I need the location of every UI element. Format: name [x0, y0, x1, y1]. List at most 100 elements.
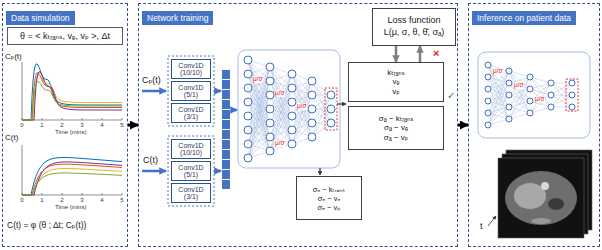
output-layer-frame — [566, 79, 578, 111]
tick-label: 4 — [100, 197, 103, 203]
y-axis — [22, 145, 23, 195]
feature-cell — [222, 120, 230, 129]
output-text: vₚ — [392, 87, 399, 97]
loss-text: L(μ, σ, θ, θ̂, σₐ) — [384, 27, 445, 39]
network-link — [551, 95, 572, 107]
neuron — [548, 92, 554, 98]
neuron — [548, 104, 554, 110]
axis-tick — [62, 193, 63, 195]
flow-arrow — [395, 46, 398, 62]
flow-arrow — [214, 170, 221, 173]
parameter-text: θ = < kₜᵣₐₙₛ, vₑ, vₚ >, Δt — [20, 31, 110, 41]
conv-group — [168, 56, 214, 126]
y-axis — [22, 62, 23, 120]
conv-layer-box: Conv1D (10/10) — [171, 59, 211, 79]
neuron — [506, 68, 512, 74]
output-text: σₐ − vₑ — [384, 123, 408, 133]
neuron — [266, 133, 274, 141]
neuron — [244, 140, 252, 148]
input-curve — [22, 73, 122, 120]
network-link — [488, 107, 509, 125]
spine-region — [531, 218, 551, 224]
layer-text: Conv1D (5/1) — [174, 164, 208, 179]
stage-panel: Network trainingConv1D (10/10) Conv1D (5/… — [138, 3, 458, 247]
output-text: σₐ − kₜᵣₐₙₛ — [379, 114, 413, 124]
output-text: σₑ − vₚ — [318, 203, 341, 212]
network-link — [488, 71, 509, 125]
network-link — [270, 130, 292, 151]
parameter-box: θ = < kₜᵣₐₙₛ, vₑ, vₚ >, Δt — [7, 27, 123, 45]
neuron — [266, 105, 274, 113]
neuron — [308, 105, 316, 113]
tick-label: 0 — [20, 197, 23, 203]
network-link — [509, 71, 530, 101]
reject-mark: × — [433, 48, 439, 59]
neuron — [266, 91, 274, 99]
neuron — [485, 110, 491, 116]
neuron — [244, 154, 252, 162]
flow-arrow — [337, 103, 346, 104]
layer-annotation: μ/σ — [493, 68, 503, 75]
network-frame — [478, 52, 590, 138]
conv-layer-box: Conv1D (5/1) — [171, 161, 211, 181]
neuron — [527, 110, 533, 116]
axis-tick — [122, 193, 123, 195]
neuron — [327, 91, 335, 99]
x-axis — [22, 195, 122, 196]
neuron — [527, 98, 533, 104]
feature-cell — [222, 90, 230, 99]
neuron — [288, 98, 296, 106]
tick-label: 3 — [80, 197, 83, 203]
stage-panel: Inference on patient data — [468, 3, 600, 247]
panel-heading: Network training — [142, 11, 213, 25]
panel-heading: Inference on patient data — [472, 11, 576, 25]
neuron — [288, 70, 296, 78]
conv-group — [168, 136, 214, 206]
neuron — [327, 119, 335, 127]
neuron — [485, 122, 491, 128]
layer-annotation: μ/σ — [253, 76, 263, 83]
neuron — [308, 119, 316, 127]
axis-label: Cₚ(t) — [5, 53, 22, 61]
layer-annotation: μ/σ — [275, 90, 285, 97]
neuron — [244, 84, 252, 92]
neuron — [244, 112, 252, 120]
neuron — [485, 98, 491, 104]
layer-text: Conv1D (3/1) — [174, 106, 208, 121]
axis-tick — [82, 193, 83, 195]
neuron — [266, 147, 274, 155]
network-link — [509, 101, 530, 119]
neuron — [506, 116, 512, 122]
network-frame — [238, 50, 340, 168]
axis-tick — [102, 193, 103, 195]
model-equation: C(t) = φ (θ ; Δt; Cₚ(t)) — [7, 221, 86, 230]
tick-label: 2 — [60, 122, 63, 128]
time-label: t — [480, 222, 483, 231]
network-link — [530, 77, 551, 107]
tick-label: 3 — [80, 122, 83, 128]
output-box: σₑ − kₜᵣₐₙₛσₑ − vₑσₑ − vₚ — [296, 176, 362, 220]
tick-label: 1 — [40, 197, 43, 203]
organ-region — [548, 198, 564, 210]
network-link — [488, 65, 509, 119]
feature-cell — [222, 180, 230, 189]
axis-tick — [82, 118, 83, 120]
neuron — [527, 86, 533, 92]
axis-tick — [42, 193, 43, 195]
neuron — [266, 119, 274, 127]
neuron — [569, 80, 575, 86]
flow-arrow — [231, 109, 237, 112]
neuron — [244, 56, 252, 64]
axis-label: C(t) — [5, 134, 18, 142]
tick-label: 0 — [20, 122, 23, 128]
network-link — [509, 89, 530, 119]
network-link — [530, 95, 551, 113]
network-link — [248, 137, 270, 158]
feature-cell — [222, 170, 230, 179]
neuron — [266, 63, 274, 71]
network-link — [551, 95, 572, 107]
network-link — [488, 65, 509, 95]
axis-title: Time (mins) — [55, 129, 86, 135]
neuron — [244, 98, 252, 106]
input-curve — [22, 72, 122, 120]
